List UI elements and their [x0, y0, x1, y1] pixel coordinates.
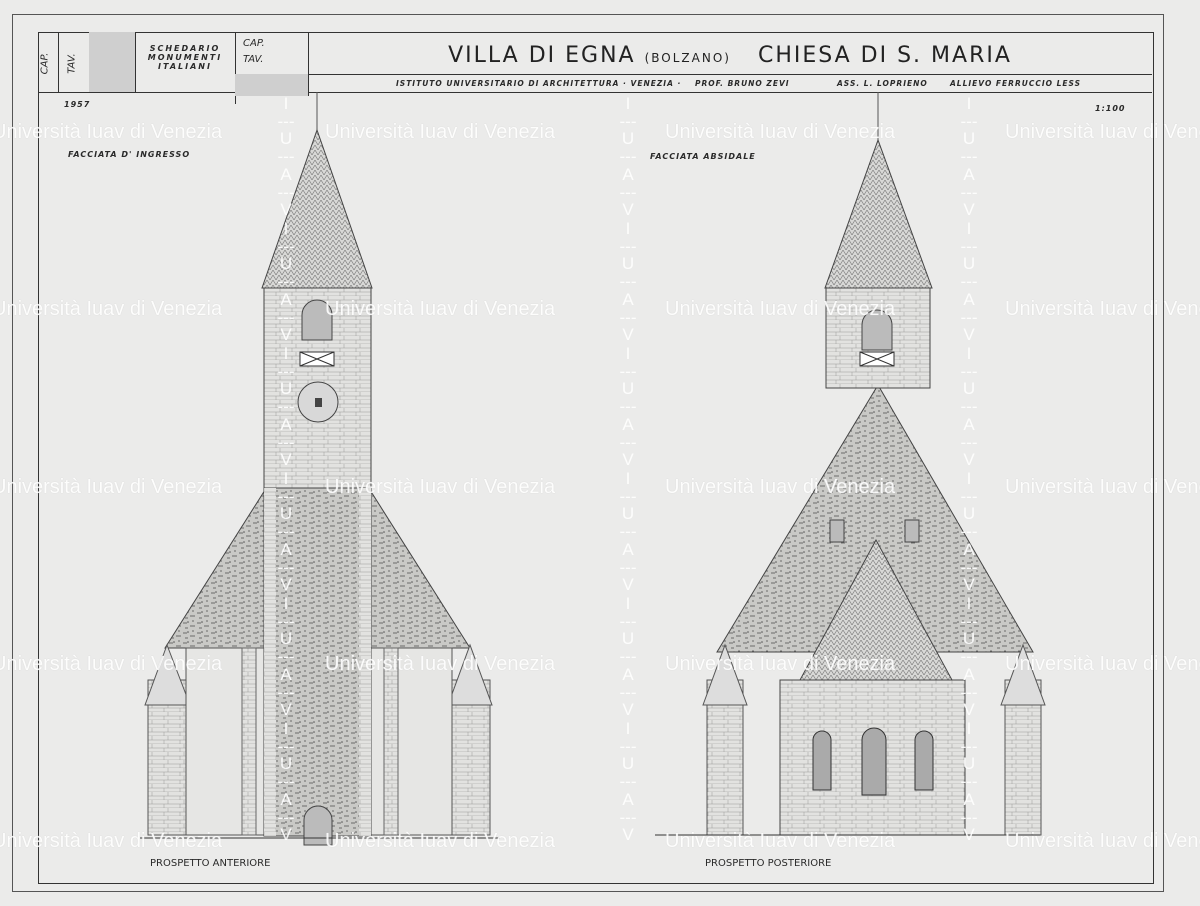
watermark-text: Università Iuav di Venezia	[0, 298, 223, 320]
watermark-vertical: I --- U --- A --- V	[619, 94, 637, 220]
watermark-text: Università Iuav di Venezia	[1005, 298, 1200, 320]
right-view-label: FACCIATA ABSIDALE	[650, 152, 756, 161]
drawing-title: VILLA DI EGNA (BOLZANO) CHIESA DI S. MAR…	[308, 32, 1152, 74]
tav2-label: TAV.	[243, 54, 264, 65]
cap2-label: CAP.	[243, 38, 265, 49]
cap-tav-cell: CAP. TAV.	[235, 32, 309, 96]
watermark-text: Università Iuav di Venezia	[0, 830, 223, 852]
watermark-vertical: I --- U --- A --- V	[619, 594, 637, 720]
scale: 1:100	[1095, 104, 1126, 113]
grey-cell	[89, 32, 136, 92]
watermark-text: Università Iuav di Venezia	[665, 476, 896, 498]
watermark-text: Università Iuav di Venezia	[1005, 653, 1200, 675]
watermark-vertical: I --- U --- A --- V	[619, 344, 637, 470]
watermark-vertical: I --- U --- A --- V	[619, 719, 637, 845]
year: 1957	[64, 100, 91, 109]
watermark-vertical: I --- U --- A --- V	[619, 469, 637, 595]
watermark-vertical: I --- U --- A --- V	[960, 719, 978, 845]
professor: PROF. BRUNO ZEVI	[695, 79, 790, 88]
watermark-text: Università Iuav di Venezia	[665, 653, 896, 675]
outer-border	[12, 14, 1164, 892]
title-place: VILLA DI EGNA	[448, 43, 636, 68]
student: ALLIEVO FERRUCCIO LESS	[950, 79, 1082, 88]
rear-elevation	[655, 92, 1046, 836]
watermark-vertical: I --- U --- A --- V	[277, 719, 295, 845]
watermark-text: Università Iuav di Venezia	[665, 830, 896, 852]
grey-swatch	[235, 74, 308, 96]
watermark-text: Università Iuav di Venezia	[325, 121, 556, 143]
title-province: (BOLZANO)	[644, 51, 731, 65]
watermark-text: Università Iuav di Venezia	[1005, 476, 1200, 498]
front-elevation	[140, 92, 500, 846]
left-caption: PROSPETTO ANTERIORE	[150, 858, 271, 869]
watermark-vertical: I --- U --- A --- V	[277, 344, 295, 470]
title-church: CHIESA DI S. MARIA	[757, 43, 1012, 68]
watermark-text: Università Iuav di Venezia	[0, 653, 223, 675]
watermark-text: Università Iuav di Venezia	[1005, 121, 1200, 143]
schedario-cell: SCHEDARIO MONUMENTI ITALIANI	[135, 32, 236, 104]
drawing-border	[38, 32, 1154, 884]
assistant: ASS. L. LOPRIENO	[837, 79, 928, 88]
institute: ISTITUTO UNIVERSITARIO DI ARCHITETTURA ·…	[396, 79, 682, 88]
schedario-line: MONUMENTI	[147, 53, 223, 62]
title-block: CAP. TAV. SCHEDARIO MONUMENTI ITALIANI C…	[38, 32, 1152, 104]
watermark-text: Università Iuav di Venezia	[665, 298, 896, 320]
left-view-label: FACCIATA D' INGRESSO	[68, 150, 191, 159]
watermark-vertical: I --- U --- A --- V	[960, 469, 978, 595]
watermark-text: Università Iuav di Venezia	[325, 830, 556, 852]
watermark-vertical: I --- U --- A --- V	[277, 594, 295, 720]
watermark-text: Università Iuav di Venezia	[0, 121, 223, 143]
watermark-text: Università Iuav di Venezia	[1005, 830, 1200, 852]
watermark-vertical: I --- U --- A --- V	[619, 219, 637, 345]
watermark-vertical: I --- U --- A --- V	[960, 94, 978, 220]
watermark-text: Università Iuav di Venezia	[0, 476, 223, 498]
schedario-line: ITALIANI	[158, 62, 212, 71]
watermark-vertical: I --- U --- A --- V	[277, 94, 295, 220]
credits-line: ISTITUTO UNIVERSITARIO DI ARCHITETTURA ·…	[308, 74, 1152, 93]
watermark-vertical: I --- U --- A --- V	[277, 469, 295, 595]
watermark-text: Università Iuav di Venezia	[325, 298, 556, 320]
watermark-vertical: I --- U --- A --- V	[960, 344, 978, 470]
watermark-vertical: I --- U --- A --- V	[960, 219, 978, 345]
schedario-line: SCHEDARIO	[149, 44, 221, 53]
watermark-text: Università Iuav di Venezia	[325, 653, 556, 675]
watermark-vertical: I --- U --- A --- V	[960, 594, 978, 720]
watermark-vertical: I --- U --- A --- V	[277, 219, 295, 345]
watermark-text: Università Iuav di Venezia	[665, 121, 896, 143]
right-caption: PROSPETTO POSTERIORE	[705, 858, 832, 869]
cap-cell: CAP.	[38, 32, 59, 92]
watermark-text: Università Iuav di Venezia	[325, 476, 556, 498]
